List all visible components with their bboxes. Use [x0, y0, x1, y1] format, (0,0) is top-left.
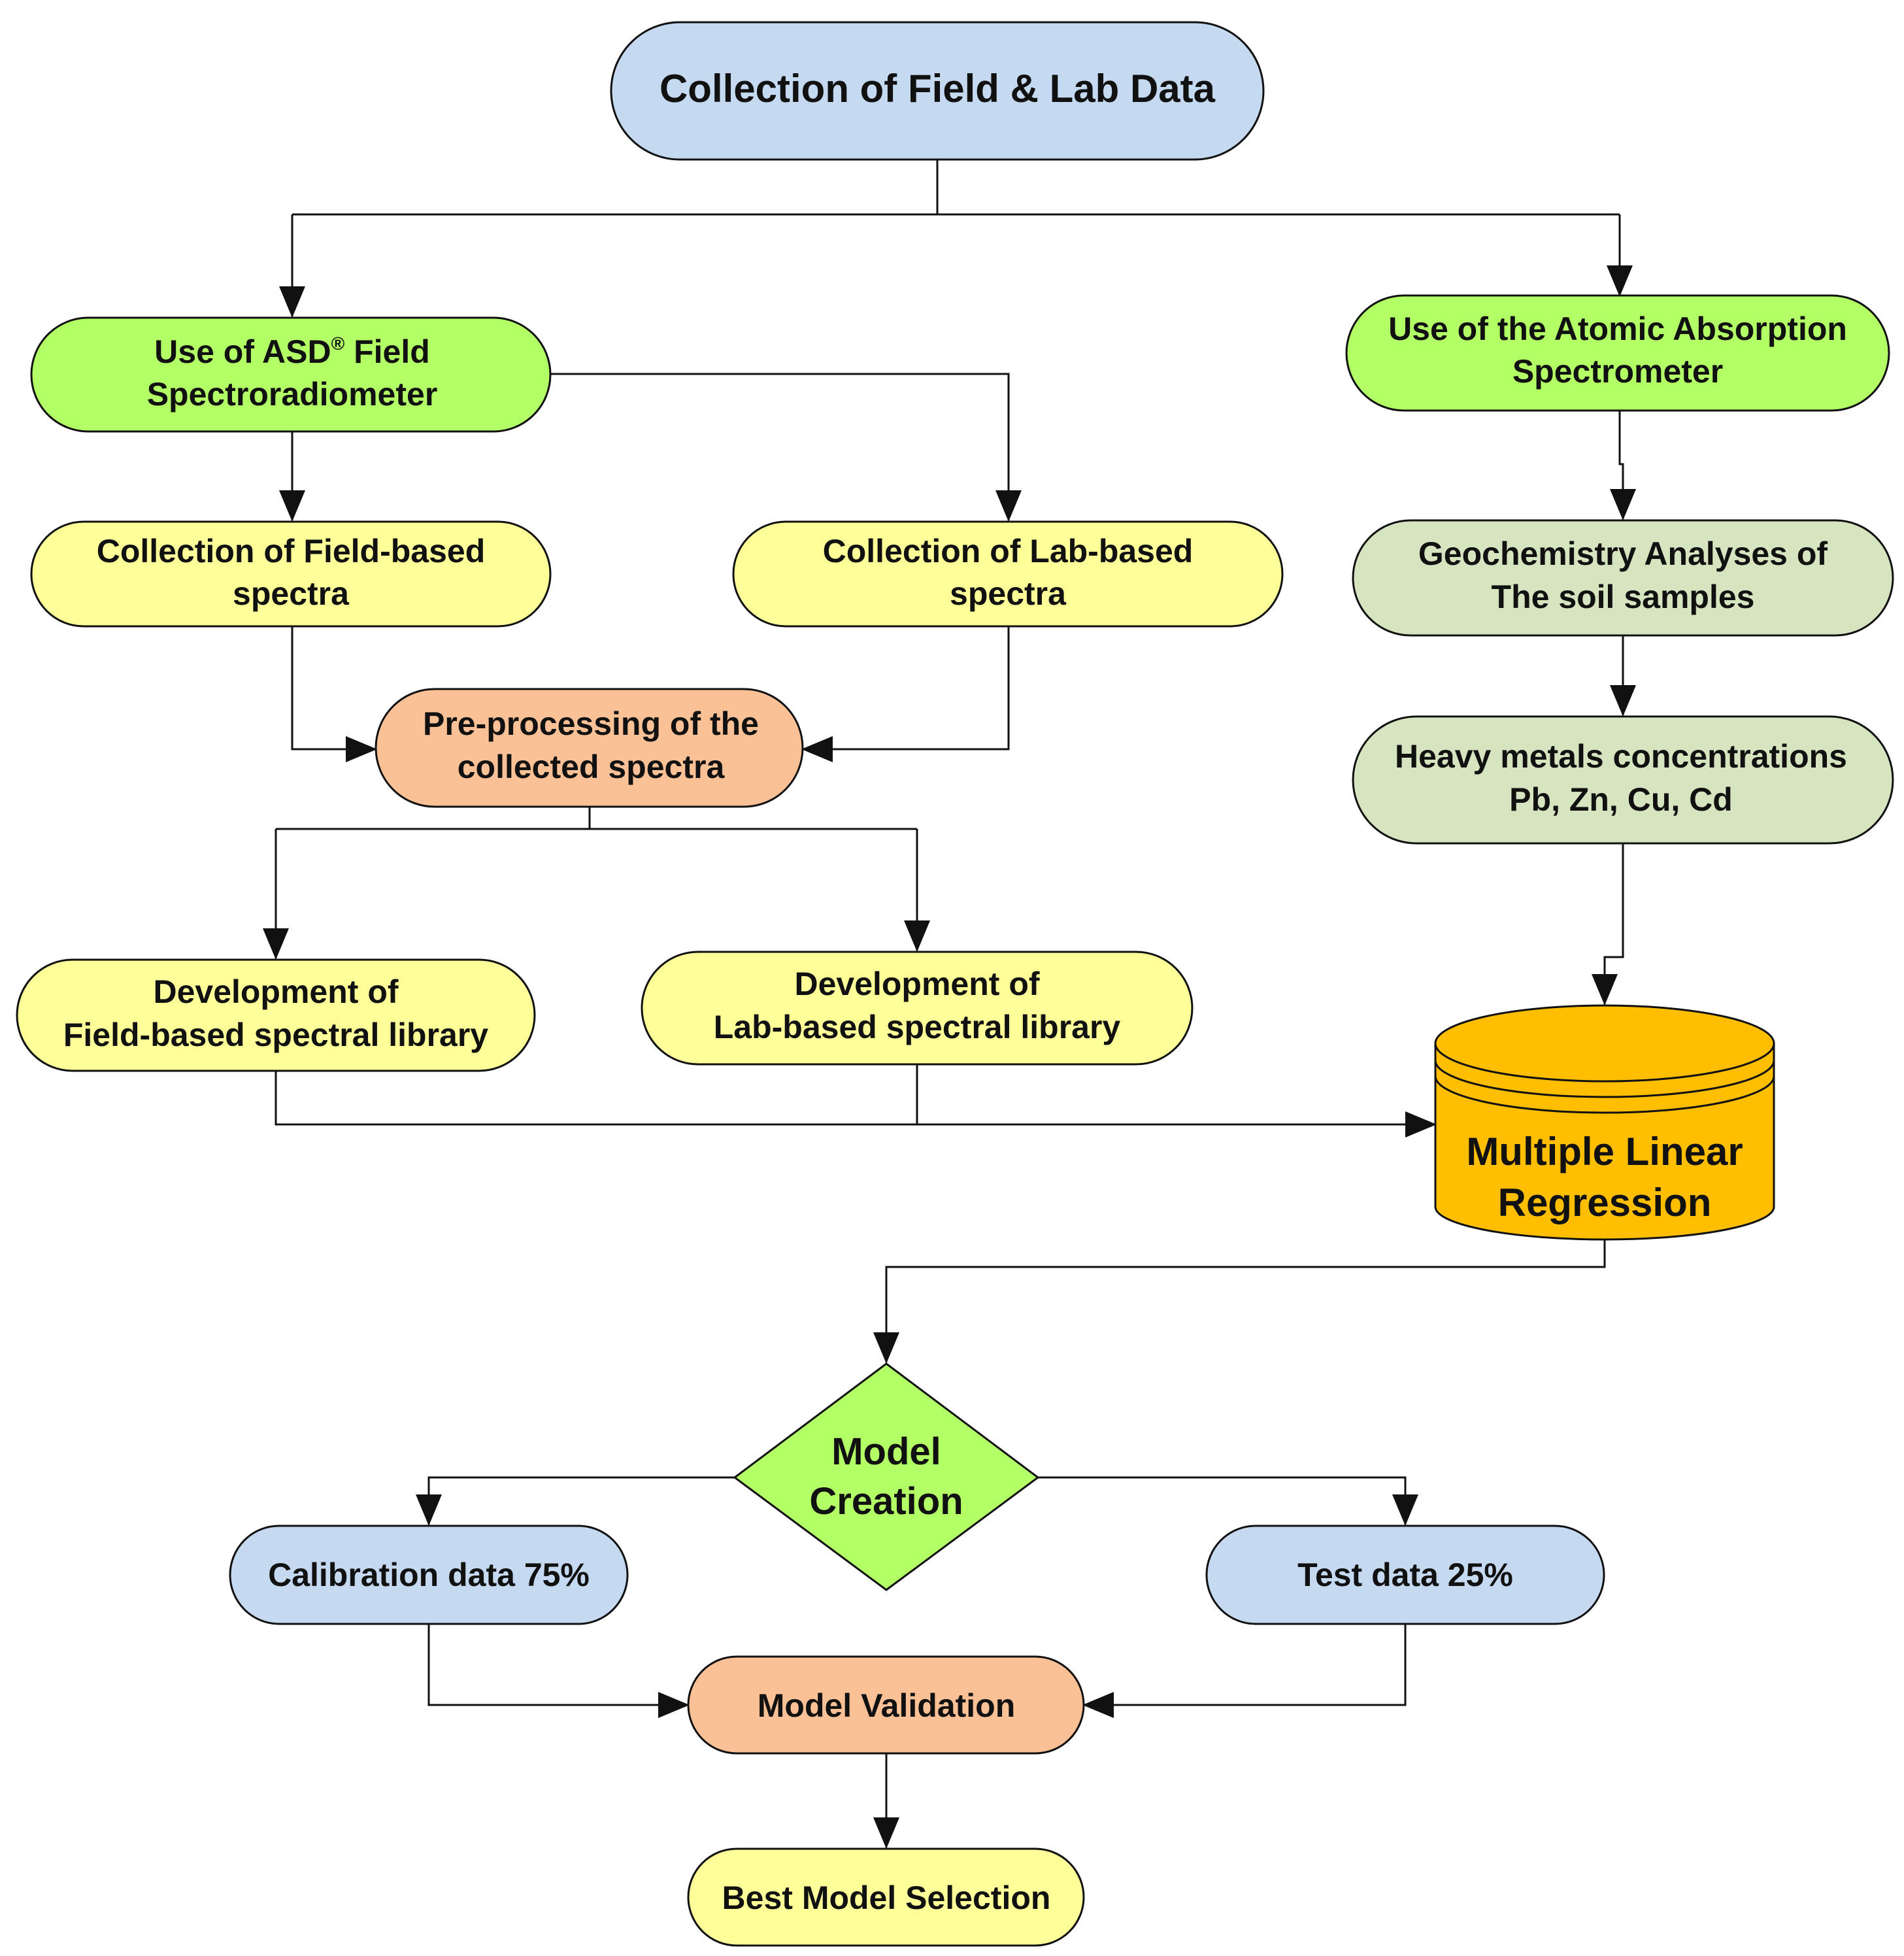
asd-label-post: Field — [344, 333, 430, 370]
asd-label-line1: Use of ASD® Field — [154, 333, 430, 370]
model-creation-label-line2: Creation — [809, 1480, 963, 1523]
connector-model-to-test — [1038, 1476, 1418, 1526]
lab-library-label-line2: Lab-based spectral library — [714, 1009, 1121, 1045]
heavy-metals-label-line1: Heavy metals concentrations — [1395, 738, 1847, 775]
field-spectra-label-line1: Collection of Field-based — [97, 533, 485, 569]
connector-aas-to-geochem — [1610, 411, 1636, 520]
preprocess-label-line2: collected spectra — [458, 749, 726, 785]
field-spectra-shape — [30, 520, 552, 628]
mlr-label-line1: Multiple Linear — [1466, 1130, 1743, 1173]
validation-node: Model Validation — [687, 1655, 1085, 1755]
field-library-label-line1: Development of — [153, 973, 398, 1010]
lab-library-node: Development of Lab-based spectral librar… — [641, 951, 1194, 1066]
collection-node: Collection of Field & Lab Data — [610, 21, 1265, 161]
connectors — [263, 160, 1636, 1849]
test-shape — [1205, 1525, 1605, 1625]
lab-spectra-shape — [732, 520, 1284, 628]
geochem-label-line1: Geochemistry Analyses of — [1418, 535, 1828, 572]
asd-registered-mark: ® — [331, 333, 345, 354]
preprocess-node: Pre-processing of the collected spectra — [375, 688, 804, 808]
aas-label-line2: Spectrometer — [1512, 353, 1723, 390]
asd-label-pre: Use of ASD — [154, 333, 331, 370]
connector-heavy-metals-to-mlr — [1592, 843, 1624, 1005]
calibration-shape — [229, 1525, 629, 1625]
test-label: Test data 25% — [1297, 1557, 1513, 1593]
heavy-metals-shape — [1352, 715, 1894, 845]
validation-shape — [687, 1655, 1085, 1755]
mlr-cylinder-top — [1434, 1004, 1775, 1083]
connector-model-to-calibration — [416, 1476, 735, 1526]
heavy-metals-node: Heavy metals concentrations Pb, Zn, Cu, … — [1352, 715, 1894, 845]
model-creation-label-line1: Model — [831, 1430, 941, 1473]
mlr-node: Multiple Linear Regression — [1434, 1004, 1775, 1241]
asd-node: Use of ASD® Field Spectroradiometer — [30, 316, 552, 433]
lab-spectra-node: Collection of Lab-based spectra — [732, 520, 1284, 628]
mlr-cylinder-ring-1 — [1434, 1060, 1775, 1098]
connector-field-library-to-mlr — [275, 1071, 1437, 1138]
best-model-shape — [687, 1847, 1085, 1947]
geochem-label-line2: The soil samples — [1492, 579, 1755, 615]
test-node: Test data 25% — [1205, 1525, 1605, 1625]
aas-label-line1: Use of the Atomic Absorption — [1388, 311, 1847, 347]
connector-asd-to-lab-spectra — [550, 373, 1022, 522]
aas-node: Use of the Atomic Absorption Spectromete… — [1345, 294, 1890, 412]
best-model-label: Best Model Selection — [722, 1880, 1051, 1916]
model-creation-shape — [733, 1362, 1040, 1591]
field-spectra-node: Collection of Field-based spectra — [30, 520, 552, 628]
calibration-node: Calibration data 75% — [229, 1525, 629, 1625]
lab-spectra-label-line2: spectra — [950, 575, 1067, 612]
mlr-cylinder-ring-2 — [1434, 1075, 1775, 1114]
connector-lab-spectra-to-preprocess — [801, 626, 1010, 762]
field-library-shape — [16, 958, 536, 1072]
geochem-node: Geochemistry Analyses of The soil sample… — [1352, 519, 1894, 637]
collection-shape — [610, 21, 1265, 161]
lab-spectra-label-line1: Collection of Lab-based — [823, 533, 1194, 569]
lab-library-label-line1: Development of — [794, 966, 1039, 1002]
mlr-label-line2: Regression — [1498, 1181, 1712, 1224]
best-model-node: Best Model Selection — [687, 1847, 1085, 1947]
asd-label-line2: Spectroradiometer — [147, 376, 438, 413]
collection-label: Collection of Field & Lab Data — [660, 67, 1216, 110]
connector-field-spectra-to-preprocess — [291, 626, 377, 762]
preprocess-shape — [375, 688, 804, 808]
validation-label: Model Validation — [758, 1687, 1015, 1724]
field-library-label-line2: Field-based spectral library — [63, 1017, 488, 1053]
aas-shape — [1345, 294, 1890, 412]
model-creation-node: Model Creation — [733, 1362, 1040, 1591]
connector-calibration-to-validation — [427, 1624, 690, 1718]
field-spectra-label-line2: spectra — [233, 575, 350, 612]
field-library-node: Development of Field-based spectral libr… — [16, 958, 536, 1072]
heavy-metals-label-line2: Pb, Zn, Cu, Cd — [1509, 781, 1733, 818]
calibration-label: Calibration data 75% — [268, 1557, 590, 1593]
connector-mlr-to-model-creation — [873, 1239, 1606, 1364]
geochem-shape — [1352, 519, 1894, 637]
asd-shape — [30, 316, 552, 433]
lab-library-shape — [641, 951, 1194, 1066]
preprocess-label-line1: Pre-processing of the — [423, 705, 759, 742]
connector-test-to-validation — [1082, 1624, 1407, 1718]
